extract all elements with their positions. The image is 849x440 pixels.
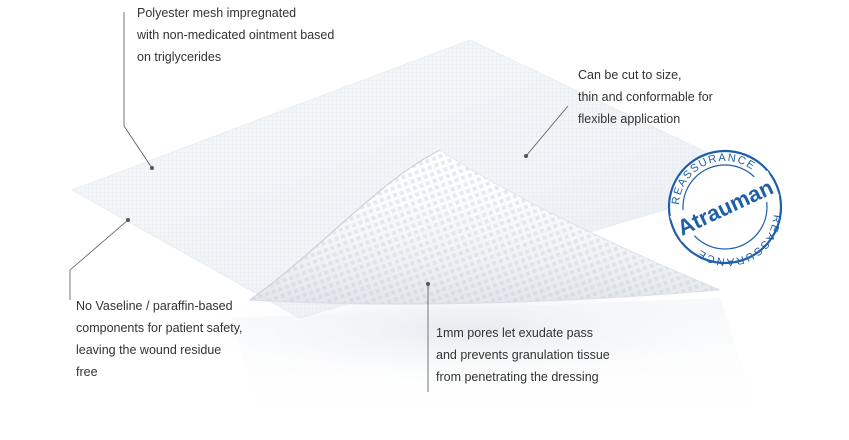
- callout-mesh: Polyester mesh impregnated with non-medi…: [137, 2, 334, 68]
- leader-dot-vaseline: [126, 217, 131, 222]
- callout-size-line-2: thin and conformable for: [578, 90, 713, 104]
- leader-line-vaseline: [69, 219, 129, 300]
- callout-pores-line-1: 1mm pores let exudate pass: [436, 326, 594, 340]
- callout-size: Can be cut to size, thin and conformable…: [578, 64, 713, 130]
- leader-dot-pores: [425, 281, 430, 286]
- flap-fold-edge: [249, 149, 441, 301]
- leader-line-mesh: [123, 12, 153, 169]
- leader-lines: [69, 12, 569, 392]
- callout-vaseline-line-2: components for patient safety,: [76, 321, 243, 335]
- callout-size-line-3: flexible application: [578, 112, 681, 126]
- callout-vaseline-line-1: No Vaseline / paraffin-based: [76, 299, 233, 313]
- leader-dot-mesh: [149, 165, 154, 170]
- dressing-flap-shading: [250, 150, 720, 305]
- callout-pores-line-3: from penetrating the dressing: [436, 370, 599, 384]
- leader-dot-size: [524, 153, 529, 158]
- callout-vaseline: No Vaseline / paraffin-based components …: [76, 295, 243, 383]
- callout-mesh-line-1: Polyester mesh impregnated: [137, 6, 297, 20]
- callout-mesh-line-2: with non-medicated ointment based: [137, 28, 335, 42]
- callout-mesh-line-3: on triglycerides: [137, 50, 222, 64]
- callout-pores: 1mm pores let exudate pass and prevents …: [436, 322, 610, 388]
- callout-vaseline-line-3: leaving the wound residue: [76, 343, 222, 357]
- sheet-reflection: [230, 298, 760, 440]
- callout-size-line-1: Can be cut to size,: [578, 68, 682, 82]
- callout-vaseline-line-4: free: [76, 365, 98, 379]
- callout-pores-line-2: and prevents granulation tissue: [436, 348, 610, 362]
- leader-line-size: [525, 105, 569, 157]
